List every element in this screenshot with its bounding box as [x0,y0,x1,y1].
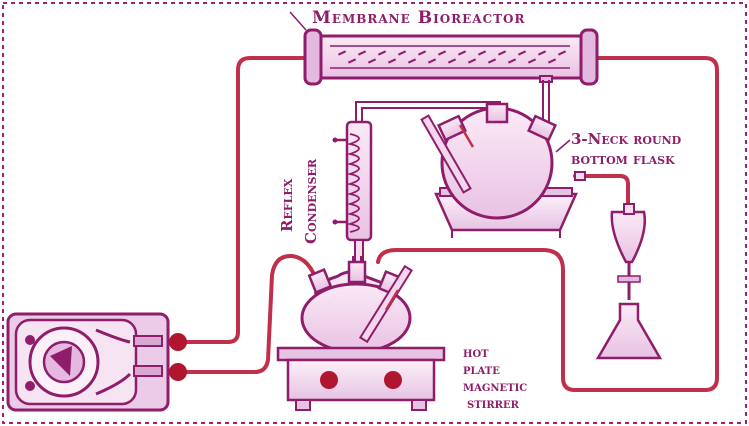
heat-knob-icon [320,371,338,389]
stirrer-label: stirrer [467,396,520,412]
pump-rotor-icon [50,346,72,376]
three-neck-flask-lower [300,256,414,354]
reflex-label: Reflex [278,178,296,232]
reflex-condenser [332,120,373,265]
flask-label-line1: 3-Neck round [571,130,682,148]
tube-membrane-to-flask [376,56,719,392]
magnetic-label: magnetic [463,379,527,395]
tubing [176,56,719,392]
hot-plate-stirrer [276,346,446,411]
flask-label-line2: bottom flask [571,150,675,168]
membrane-leader-line [289,11,307,31]
condenser-label: Condenser [302,158,320,244]
hot-label: hot [463,345,489,361]
peristaltic-pump [6,312,187,412]
separatory-funnel [610,203,646,300]
stir-knob-icon [384,371,402,389]
pump-inlet-connector [169,363,187,381]
erlenmeyer-flask [595,302,663,360]
three-neck-flask-upper [420,102,586,238]
tube-flask-to-funnel [573,174,630,212]
pump-outlet-connector [169,333,187,351]
membrane-bioreactor-label: Membrane Bioreactor [312,8,526,28]
flask-leader-line [555,139,571,153]
tube-pump-to-membrane [176,56,314,344]
membrane-bioreactor [303,28,599,86]
tube-pump-to-reactor [176,253,320,374]
plate-label: plate [463,362,500,378]
